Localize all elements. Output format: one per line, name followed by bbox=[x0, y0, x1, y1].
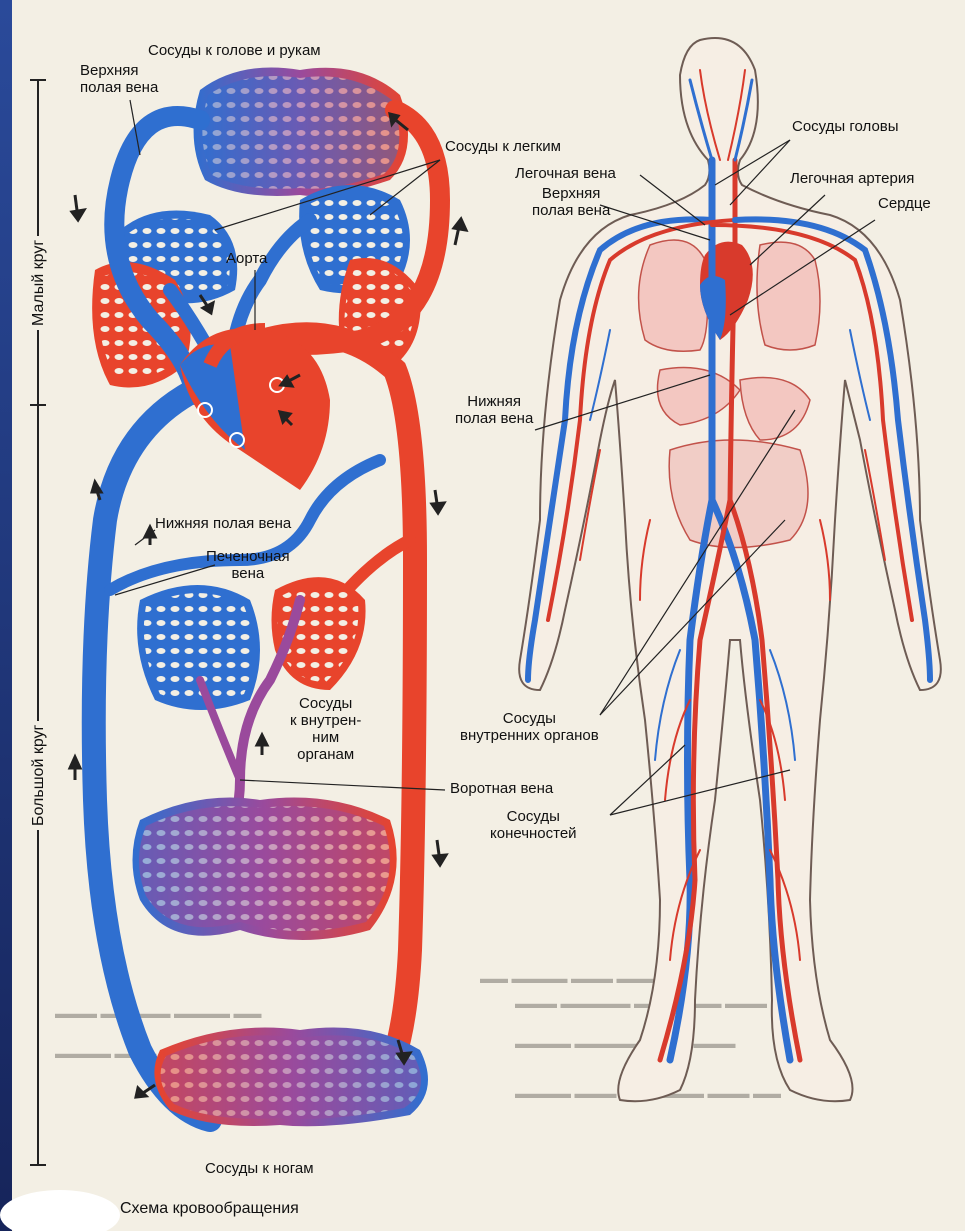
heart-shape bbox=[180, 328, 330, 490]
label-heart: Сердце bbox=[878, 195, 931, 212]
label-hepatic-vein: Печеночная вена bbox=[206, 548, 290, 582]
corner-oval bbox=[0, 1190, 120, 1231]
label-circulation-scheme: Схема кровообращения bbox=[120, 1200, 299, 1217]
label-vessels-limbs: Сосуды конечностей bbox=[490, 808, 577, 842]
intestine-capillaries bbox=[133, 798, 397, 941]
label-lower-vena-cava-right: Нижняя полая вена bbox=[455, 393, 533, 427]
label-upper-vena-cava-right: Верхняя полая вена bbox=[532, 185, 610, 219]
label-portal-vein: Воротная вена bbox=[450, 780, 553, 797]
label-vessels-lungs: Сосуды к легким bbox=[445, 138, 561, 155]
label-inferior-vena-cava: Нижняя полая вена bbox=[155, 515, 291, 532]
label-vessels-legs: Сосуды к ногам bbox=[205, 1160, 314, 1177]
liver-capillaries bbox=[137, 577, 365, 710]
leg-capillaries bbox=[154, 1028, 428, 1127]
label-vessels-internal-organs-right: Сосуды внутренних органов bbox=[460, 710, 599, 744]
label-vessels-head: Сосуды головы bbox=[792, 118, 899, 135]
label-vessels-head-arms: Сосуды к голове и рукам bbox=[148, 42, 321, 59]
head-arm-capillaries bbox=[194, 68, 408, 197]
label-big-circle: Большой круг bbox=[30, 721, 48, 830]
label-pulmonary-vein: Легочная вена bbox=[515, 165, 616, 182]
label-vessels-internal-organs-left: Сосуды к внутрен- ним органам bbox=[290, 695, 361, 763]
label-pulmonary-artery: Легочная артерия bbox=[790, 170, 914, 187]
label-upper-vena-cava-left: Верхняя полая вена bbox=[80, 62, 158, 96]
label-aorta: Аорта bbox=[226, 250, 267, 267]
label-small-circle: Малый круг bbox=[30, 236, 48, 330]
